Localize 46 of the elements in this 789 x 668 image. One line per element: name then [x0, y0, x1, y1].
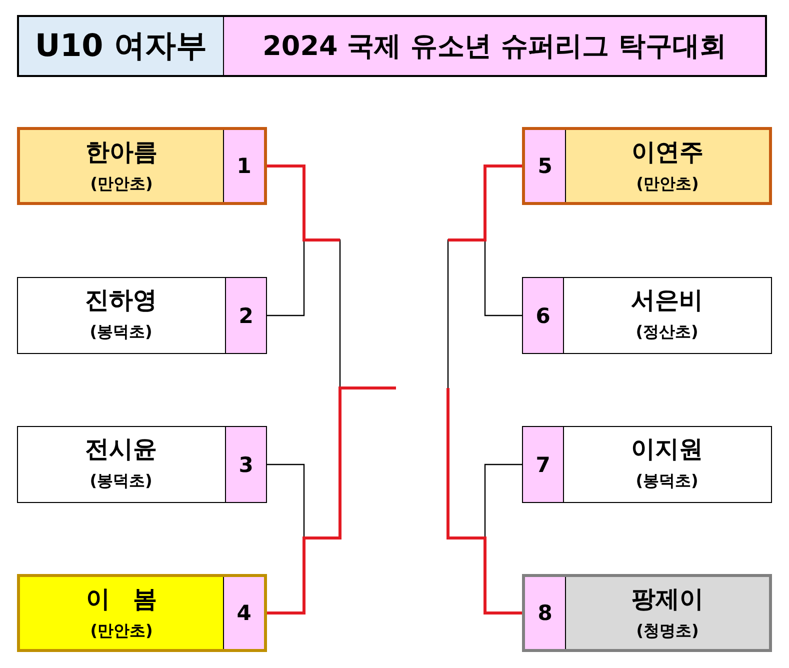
player-card	[522, 127, 772, 205]
player-card	[522, 574, 772, 652]
bracket-line	[484, 464, 523, 538]
school-name: (만안초)	[90, 621, 153, 640]
seed-number-cell	[225, 278, 266, 353]
player-name: 팡제이	[632, 585, 704, 613]
school-name: (만안초)	[636, 174, 699, 193]
player-name: 서은비	[631, 286, 703, 314]
player-card	[17, 574, 267, 652]
seed-number-cell	[523, 278, 564, 353]
seed-number-cell	[525, 577, 566, 649]
player-card	[17, 277, 267, 354]
seed-number: 5	[538, 154, 552, 178]
seed-number: 6	[536, 304, 550, 328]
school-name: (만안초)	[90, 174, 153, 193]
bracket-line	[266, 464, 305, 538]
school-name: (정산초)	[636, 322, 698, 341]
seed-number: 4	[236, 601, 252, 625]
player-name: 한아름	[86, 138, 158, 166]
tournament-title: 2024 국제 유소년 슈퍼리그 탁구대회	[262, 30, 726, 64]
division-banner	[17, 15, 224, 77]
seed-number: 1	[236, 154, 252, 178]
player-card	[522, 277, 772, 354]
seed-number-cell	[523, 427, 564, 502]
player-name: 전시윤	[85, 435, 157, 463]
school-name: (봉덕초)	[636, 471, 698, 490]
seed-number: 3	[238, 452, 254, 476]
division-title: U10 여자부	[34, 27, 208, 66]
seed-number: 2	[238, 304, 254, 328]
player-card	[522, 426, 772, 503]
player-card	[17, 426, 267, 503]
tournament-title-banner	[224, 15, 767, 77]
seed-number-cell	[223, 130, 264, 202]
player-name: 이연주	[632, 138, 704, 166]
school-name: (봉덕초)	[90, 322, 152, 341]
player-name: 이지원	[631, 435, 703, 463]
player-name: 이 봄	[86, 585, 157, 613]
player-name: 진하영	[85, 286, 157, 314]
seed-number-cell	[525, 130, 566, 202]
seed-number-cell	[223, 577, 264, 649]
seed-number: 8	[538, 601, 552, 625]
school-name: (청명초)	[636, 621, 699, 640]
seed-number-cell	[225, 427, 266, 502]
seed-number: 7	[536, 452, 550, 476]
player-card	[17, 127, 267, 205]
school-name: (봉덕초)	[90, 471, 152, 490]
